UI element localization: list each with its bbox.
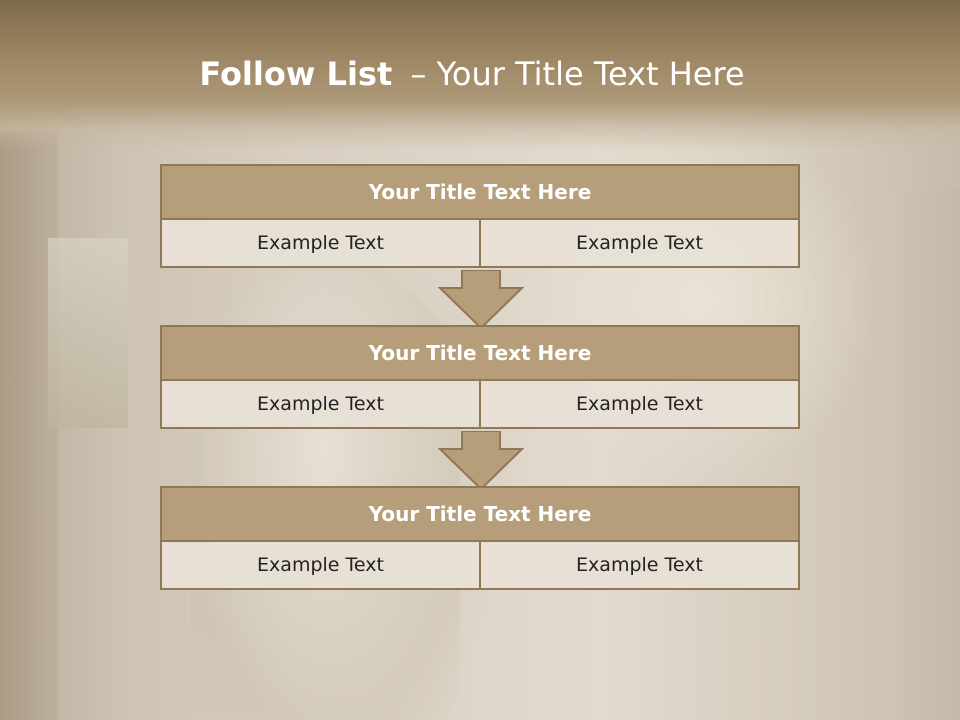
step-cell-left: Example Text [160,218,481,268]
title-bold: Follow List [199,55,393,93]
step-cell-right: Example Text [479,379,800,429]
step-cell-right: Example Text [479,540,800,590]
background-bookshelf-right [880,190,960,720]
step-title: Your Title Text Here [160,325,800,381]
title-rest: – Your Title Text Here [410,55,745,93]
step-row: Example Text Example Text [160,379,800,429]
step-title: Your Title Text Here [160,164,800,220]
step-cell-left: Example Text [160,540,481,590]
step-cell-left: Example Text [160,379,481,429]
step-title: Your Title Text Here [160,486,800,542]
header-band [0,0,960,150]
step-box-3: Your Title Text Here Example Text Exampl… [160,486,800,590]
step-box-1: Your Title Text Here Example Text Exampl… [160,164,800,268]
step-cell-right: Example Text [479,218,800,268]
step-box-2: Your Title Text Here Example Text Exampl… [160,325,800,429]
step-row: Example Text Example Text [160,540,800,590]
down-arrow-icon [438,270,524,330]
slide-title: Follow List – Your Title Text Here [0,55,944,93]
down-arrow-icon [438,431,524,491]
background-window [48,238,128,428]
step-row: Example Text Example Text [160,218,800,268]
